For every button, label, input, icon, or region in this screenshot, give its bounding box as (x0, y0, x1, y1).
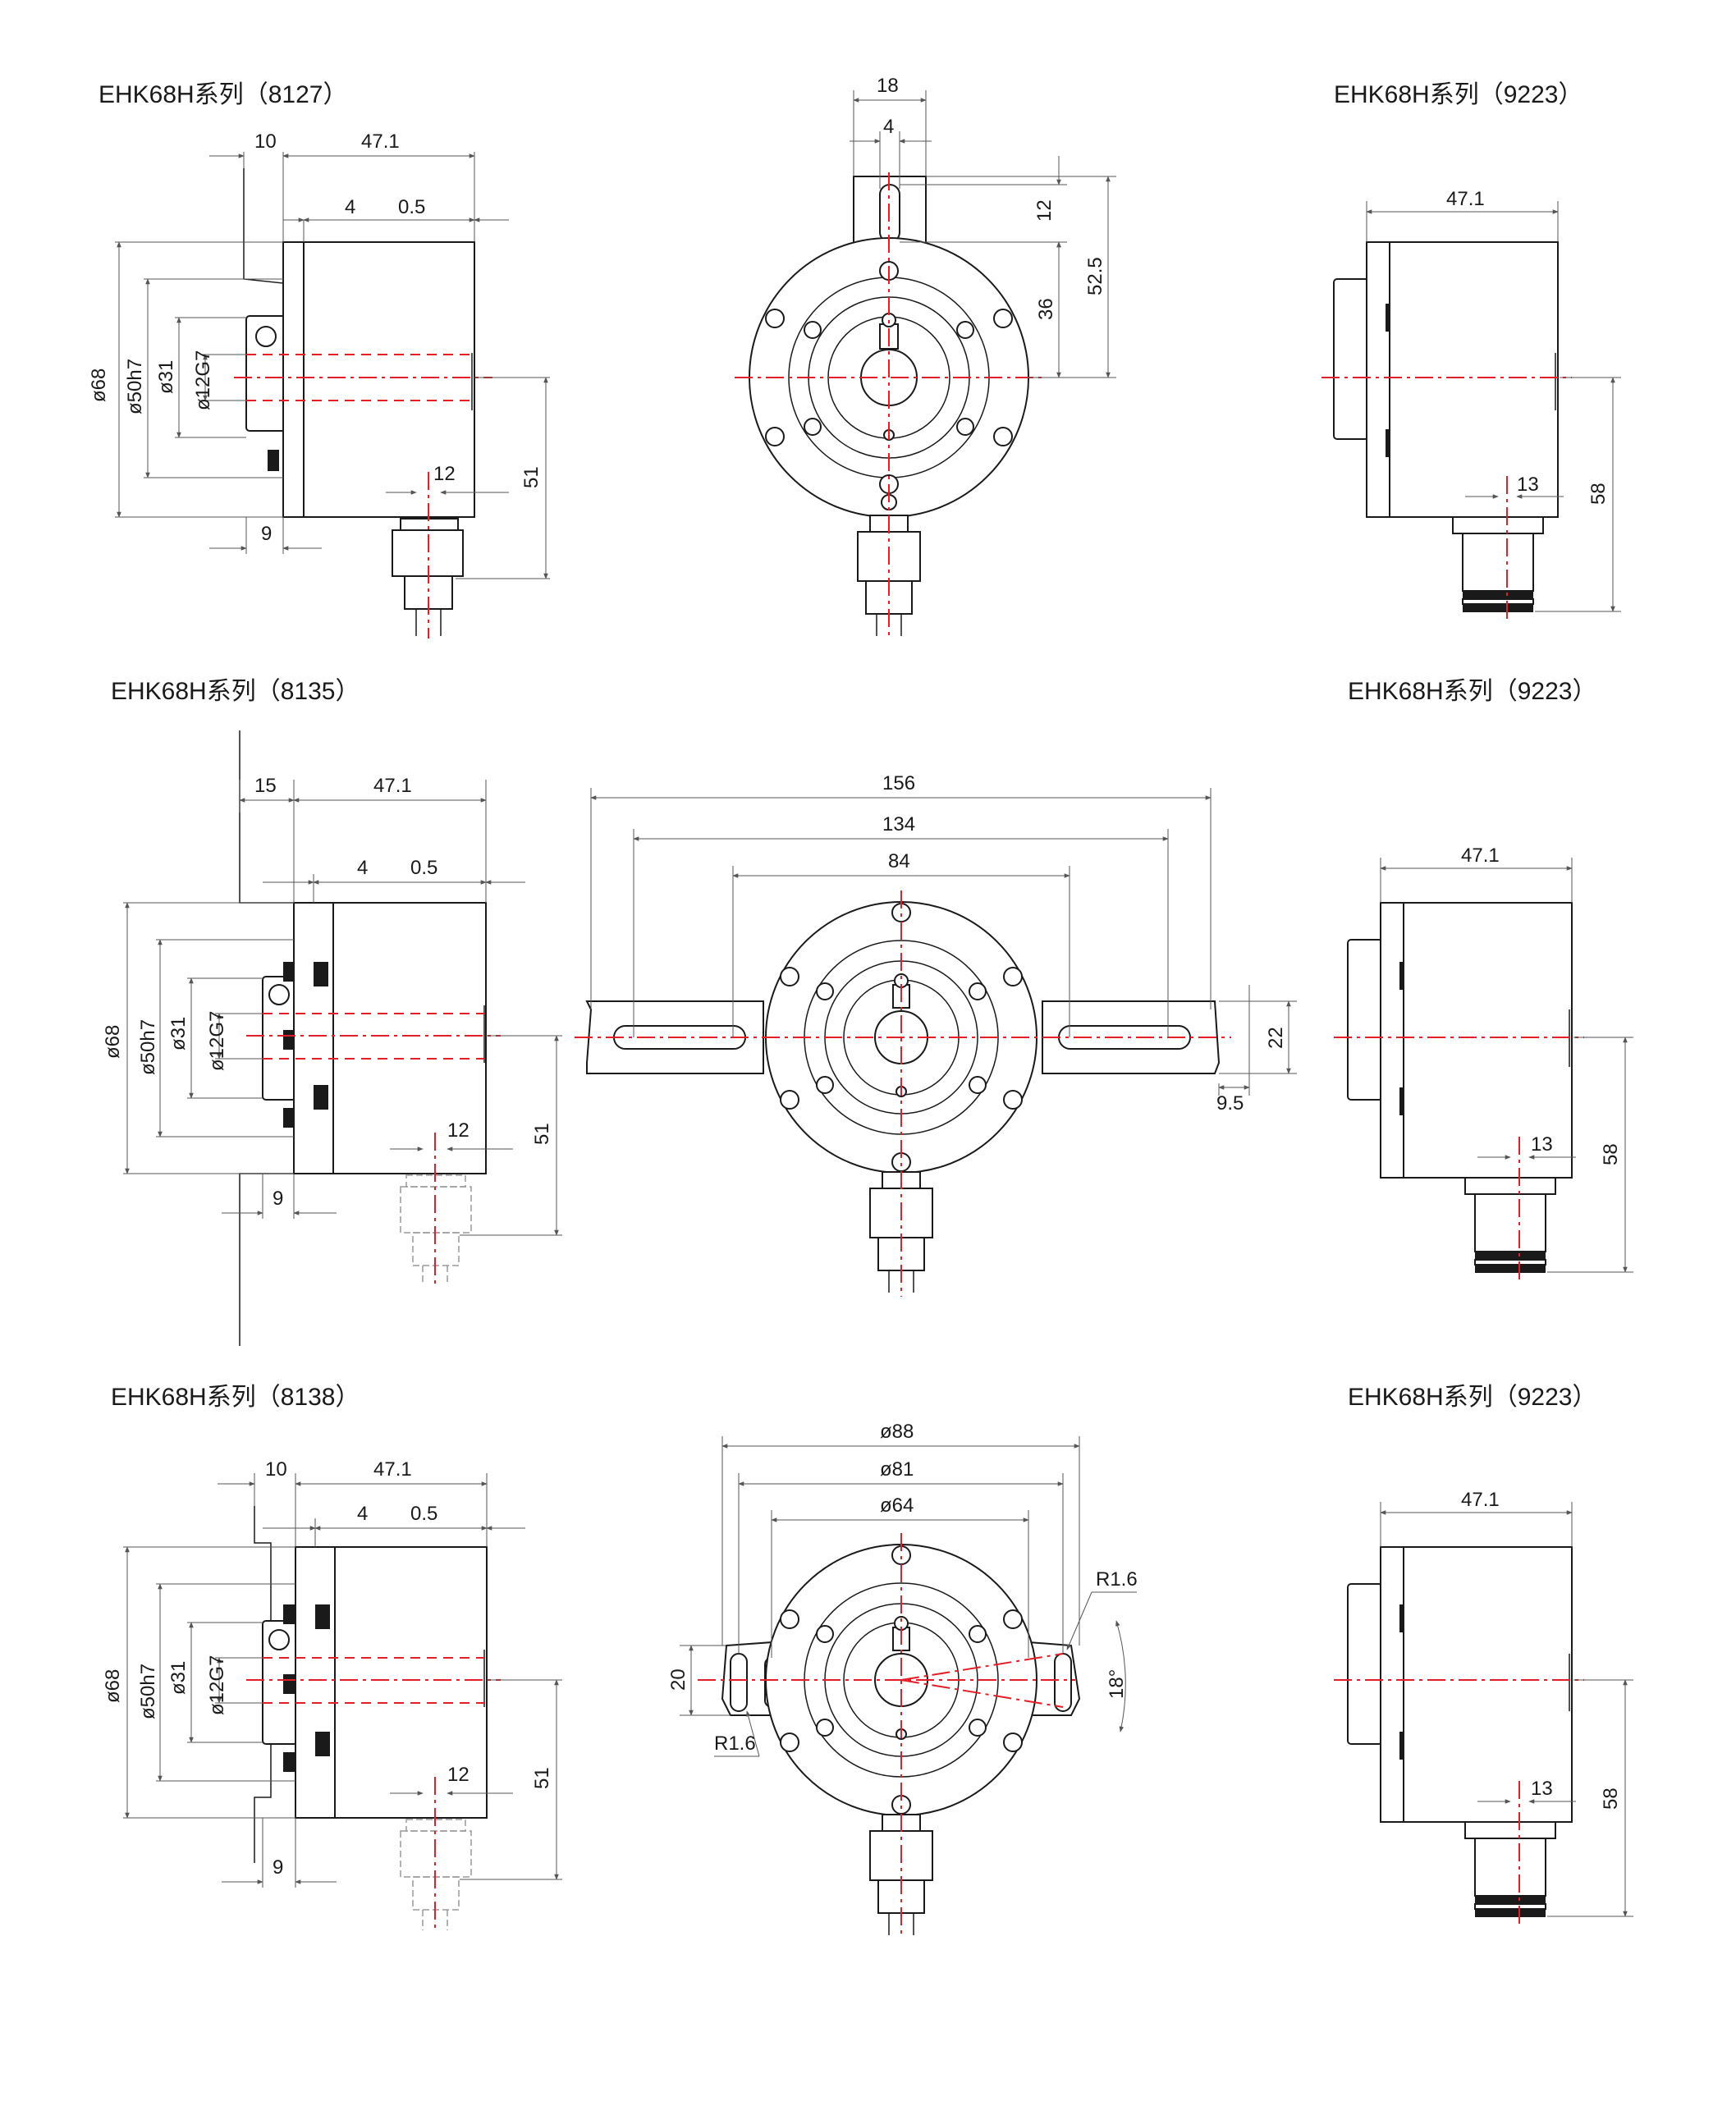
dim-d31: ø31 (167, 1661, 190, 1695)
dim-r1-6-left: R1.6 (714, 1733, 756, 1755)
dim-d12g7: ø12G7 (192, 350, 214, 410)
dim-9-5: 9.5 (1216, 1092, 1244, 1115)
dim-12-slot: 12 (1033, 199, 1056, 222)
dim-58: 58 (1587, 483, 1610, 505)
clamp-screw-icon (255, 326, 277, 347)
dim-d68: ø68 (88, 368, 110, 402)
dim-13: 13 (1531, 1133, 1553, 1156)
dim-4-front: 4 (883, 116, 894, 138)
encoder-housing (303, 241, 475, 518)
dim-d64: ø64 (880, 1495, 914, 1517)
dim-22: 22 (1265, 1027, 1287, 1049)
dim-134: 134 (882, 813, 915, 835)
row1-side-view: EHK68H系列（8127） 10 47.1 4 0.5 (88, 81, 550, 639)
dim-18-deg: 18° (1106, 1669, 1128, 1699)
dim-d50h7: ø50h7 (137, 1664, 159, 1719)
title-8127: EHK68H系列（8127） (98, 81, 347, 108)
dim-d50h7: ø50h7 (137, 1019, 159, 1075)
title-9223-row2: EHK68H系列（9223） (1348, 678, 1596, 705)
dim-9: 9 (273, 1188, 283, 1210)
dim-d81: ø81 (880, 1458, 914, 1481)
row1-connector-view: EHK68H系列（9223） 47.1 13 58 (1321, 81, 1621, 624)
dim-10: 10 (254, 130, 277, 153)
dim-9: 9 (261, 523, 272, 545)
dim-36: 36 (1035, 298, 1057, 320)
dim-51: 51 (531, 1767, 553, 1789)
dim-84: 84 (888, 850, 910, 872)
row2-side-view: EHK68H系列（8135） 15 47.1 4 0.5 ø68 (102, 678, 562, 1346)
dim-51: 51 (520, 466, 543, 488)
dim-47-1: 47.1 (1446, 188, 1485, 210)
dim-d12g7: ø12G7 (206, 1011, 228, 1071)
dim-d50h7: ø50h7 (124, 359, 146, 414)
dim-47-1: 47.1 (1461, 845, 1500, 867)
dim-0-5: 0.5 (410, 857, 437, 879)
dim-4: 4 (357, 857, 368, 879)
row2-front-view: 156 134 84 22 9.5 (575, 772, 1297, 1297)
row3-side-view: EHK68H系列（8138） 10 47.1 4 0.5 ø68 (102, 1384, 562, 1933)
dim-13: 13 (1517, 474, 1539, 496)
dim-47-1: 47.1 (373, 1458, 412, 1481)
row1-front-view: 18 4 12 36 52.5 (735, 75, 1116, 639)
encoder-housing (1403, 902, 1573, 1179)
title-8138: EHK68H系列（8138） (111, 1384, 360, 1411)
encoder-housing (1389, 241, 1559, 518)
dim-12: 12 (433, 463, 456, 485)
dim-12: 12 (447, 1764, 469, 1786)
title-8135: EHK68H系列（8135） (111, 678, 360, 705)
bearing-hub (1333, 278, 1369, 440)
dim-r1-6-right: R1.6 (1096, 1568, 1138, 1591)
dim-18: 18 (877, 75, 899, 97)
row2-connector-view: EHK68H系列（9223） 47.1 13 58 (1334, 678, 1633, 1284)
dim-10: 10 (265, 1458, 287, 1481)
dim-0-5: 0.5 (398, 196, 425, 218)
flange (1366, 241, 1392, 518)
dim-47-1: 47.1 (361, 130, 400, 153)
dim-51: 51 (531, 1123, 553, 1145)
dim-58: 58 (1600, 1143, 1622, 1165)
dim-13: 13 (1531, 1778, 1553, 1800)
dim-9: 9 (273, 1856, 283, 1879)
row3-connector-view: EHK68H系列（9223） 47.1 13 58 (1334, 1384, 1633, 1929)
dim-4: 4 (357, 1503, 368, 1525)
dim-52-5: 52.5 (1084, 257, 1106, 295)
dim-d31: ø31 (155, 360, 177, 394)
dim-156: 156 (882, 772, 915, 794)
dim-15: 15 (254, 775, 277, 797)
dim-d68: ø68 (102, 1025, 124, 1059)
row3-front-view: ø88 ø81 ø64 20 R1.6 R1.6 18° (667, 1421, 1138, 1939)
encoder-housing (334, 1546, 488, 1819)
encoder-housing (1403, 1546, 1573, 1823)
dim-d12g7: ø12G7 (206, 1655, 228, 1715)
title-9223-row3: EHK68H系列（9223） (1348, 1384, 1596, 1411)
dim-d31: ø31 (167, 1017, 190, 1050)
clamp-pad (268, 450, 279, 471)
dim-d88: ø88 (880, 1421, 914, 1443)
dim-47-1: 47.1 (373, 775, 412, 797)
dim-4: 4 (345, 196, 355, 218)
dim-20: 20 (667, 1668, 689, 1691)
title-9223-row1: EHK68H系列（9223） (1334, 81, 1583, 108)
dim-d68: ø68 (102, 1669, 124, 1703)
dim-47-1: 47.1 (1461, 1489, 1500, 1511)
dim-12: 12 (447, 1119, 469, 1142)
dim-58: 58 (1600, 1787, 1622, 1810)
encoder-housing (332, 902, 487, 1174)
dim-0-5: 0.5 (410, 1503, 437, 1525)
